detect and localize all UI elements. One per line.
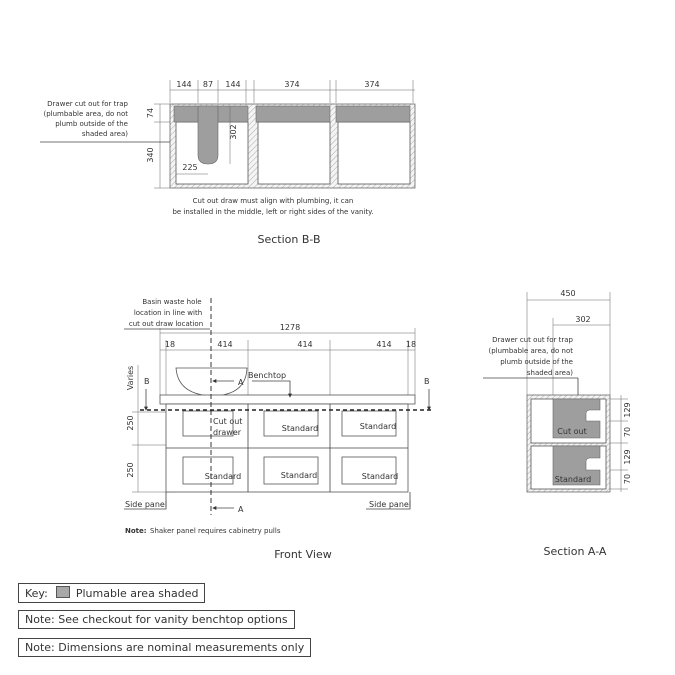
dim-front-18-right: 18 [406,340,416,349]
marker-b-right: B [424,377,430,386]
front-view: Basin waste hole location in line with c… [124,298,432,561]
marker-a-top: A [238,378,244,387]
basin-callout-line1: Basin waste hole [142,298,201,306]
drawer-label-cutout-1: Cut out [213,417,242,426]
key-box: Key: Plumable area shaded [18,583,206,603]
dim-aa-450: 450 [560,289,575,298]
bb-callout-line4: shaded area) [82,130,128,138]
marker-b-left: B [144,377,150,386]
section-bb-top-dims: 144 87 144 374 374 [169,80,415,103]
dim-front-414-2: 414 [297,340,312,349]
basin-shape [175,367,248,397]
key-swatch [55,586,70,598]
marker-a-bottom: A [238,505,244,514]
dim-aa-129-top: 129 [623,402,632,417]
benchtop [159,394,416,405]
aa-callout-line4: shaded area) [527,369,573,377]
dim-bb-144-right: 144 [225,80,240,89]
section-bb: 144 87 144 374 374 74 340 Drawer cut out… [40,80,416,246]
drawer-label-bottom-1: Standard [205,472,241,481]
drawer-panel-bottom-2 [263,456,319,485]
note-dimensions-text: Note: Dimensions are nominal measurement… [25,641,305,654]
drawer-label-top-3: Standard [360,422,396,431]
front-note-text: Shaker panel requires cabinetry pulls [150,527,281,535]
bb-u-cutout [197,105,219,165]
aa-callout-line2: (plumbable area, do not [488,347,573,355]
dim-bb-144-left: 144 [176,80,191,89]
dim-front-250-top: 250 [126,415,135,430]
drawer-label-bottom-3: Standard [362,472,398,481]
key-label: Key: [25,587,48,600]
dim-front-250-bottom: 250 [126,462,135,477]
aa-top-plumb-area [552,398,601,439]
dim-bb-74: 74 [146,108,155,118]
key-text: Plumable area shaded [75,587,199,600]
benchtop-label: Benchtop [248,371,286,380]
aa-callout-line3: plumb outside of the [500,358,573,366]
side-panel-left-label: Side panel [125,500,167,509]
aa-label-standard: Standard [555,475,591,484]
drawer-label-top-2: Standard [282,424,318,433]
dim-front-414-1: 414 [217,340,232,349]
front-note-bold: Note: [125,527,147,535]
dim-front-18-left: 18 [165,340,175,349]
label-varies: Varies [126,366,135,390]
bb-callout-line1: Drawer cut out for trap [47,100,128,108]
dim-aa-70-bottom: 70 [623,474,632,484]
dim-aa-302: 302 [575,315,590,324]
dim-bb-225: 225 [182,163,197,172]
bb-note-line2: be installed in the middle, left or righ… [172,208,373,216]
dim-bb-87: 87 [203,80,213,89]
note-benchtop-text: Note: See checkout for vanity benchtop o… [25,613,288,626]
front-view-title: Front View [274,548,331,561]
aa-bottom-plumb-area [552,445,601,486]
dim-bb-340: 340 [146,147,155,162]
dim-aa-70-top: 70 [623,427,632,437]
note-benchtop-box: Note: See checkout for vanity benchtop o… [18,610,295,629]
drawer-label-cutout-2: drawer [213,428,242,437]
dim-bb-374-mid: 374 [284,80,299,89]
drawer-panel-top-1 [182,410,234,437]
dim-bb-374-right: 374 [364,80,379,89]
section-aa: 450 302 Drawer cut out for trap (plumbab… [483,289,632,558]
dim-front-1278: 1278 [280,323,300,332]
section-bb-cabinet: 302 225 [169,103,416,189]
note-dimensions-box: Note: Dimensions are nominal measurement… [18,638,312,657]
dim-aa-129-bottom: 129 [623,449,632,464]
aa-label-cutout: Cut out [557,427,586,436]
dim-front-414-3: 414 [376,340,391,349]
drawer-panel-top-2 [263,410,319,437]
section-bb-title: Section B-B [257,233,320,246]
bb-callout-line3: plumb outside of the [55,120,128,128]
bb-note-line1: Cut out draw must align with plumbing, i… [193,197,354,205]
drawer-label-bottom-2: Standard [281,471,317,480]
section-aa-title: Section A-A [544,545,607,558]
drawer-panel-bottom-3 [341,456,397,485]
aa-callout-line1: Drawer cut out for trap [492,336,573,344]
drawer-panel-top-3 [341,410,397,437]
side-panel-right-label: Side panel [369,500,411,509]
bb-callout-line2: (plumbable area, do not [43,110,128,118]
basin-callout-line2: location in line with [134,309,202,317]
basin-callout-line3: cut out draw location [129,320,203,328]
section-bb-left-dims: 74 340 [146,103,170,189]
drawer-panel-bottom-1 [182,456,234,485]
dim-bb-302: 302 [229,124,238,139]
